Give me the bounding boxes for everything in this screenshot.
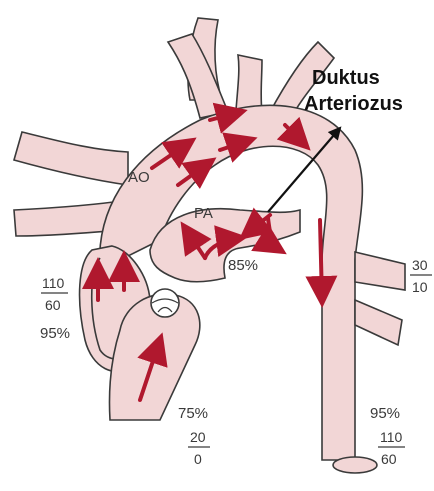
descending-aorta-opening: [333, 457, 377, 473]
aorta-label: AO: [128, 169, 150, 186]
upper-left-vessel: [168, 34, 228, 118]
top-middle-vessel: [236, 55, 262, 112]
da-saturation: 95%: [370, 405, 400, 422]
rv-saturation: 75%: [178, 405, 208, 422]
pulmonary-valve: [151, 289, 179, 317]
pa-label: PA: [194, 205, 213, 222]
lv-saturation: 95%: [40, 325, 70, 342]
annotation-line1: Duktus: [312, 67, 380, 89]
rv-pressure-systolic: 20: [190, 429, 206, 445]
annotation-line2: Arteriozus: [304, 93, 403, 115]
da-pressure-systolic: 110: [380, 429, 403, 445]
rb-pressure-systolic: 30: [412, 257, 428, 273]
lv-pressure-systolic: 110: [42, 275, 65, 291]
rb-pressure-diastolic: 10: [412, 279, 428, 295]
left-upper-branch: [14, 132, 128, 185]
flow-arrow-descending-aorta: [320, 220, 322, 300]
pa-saturation: 85%: [228, 257, 258, 274]
right-lateral-branch: [355, 252, 405, 290]
lv-pressure-diastolic: 60: [45, 297, 61, 313]
da-pressure-diastolic: 60: [381, 451, 397, 467]
right-lower-branch: [355, 300, 402, 345]
rv-pressure-diastolic: 0: [194, 451, 202, 467]
